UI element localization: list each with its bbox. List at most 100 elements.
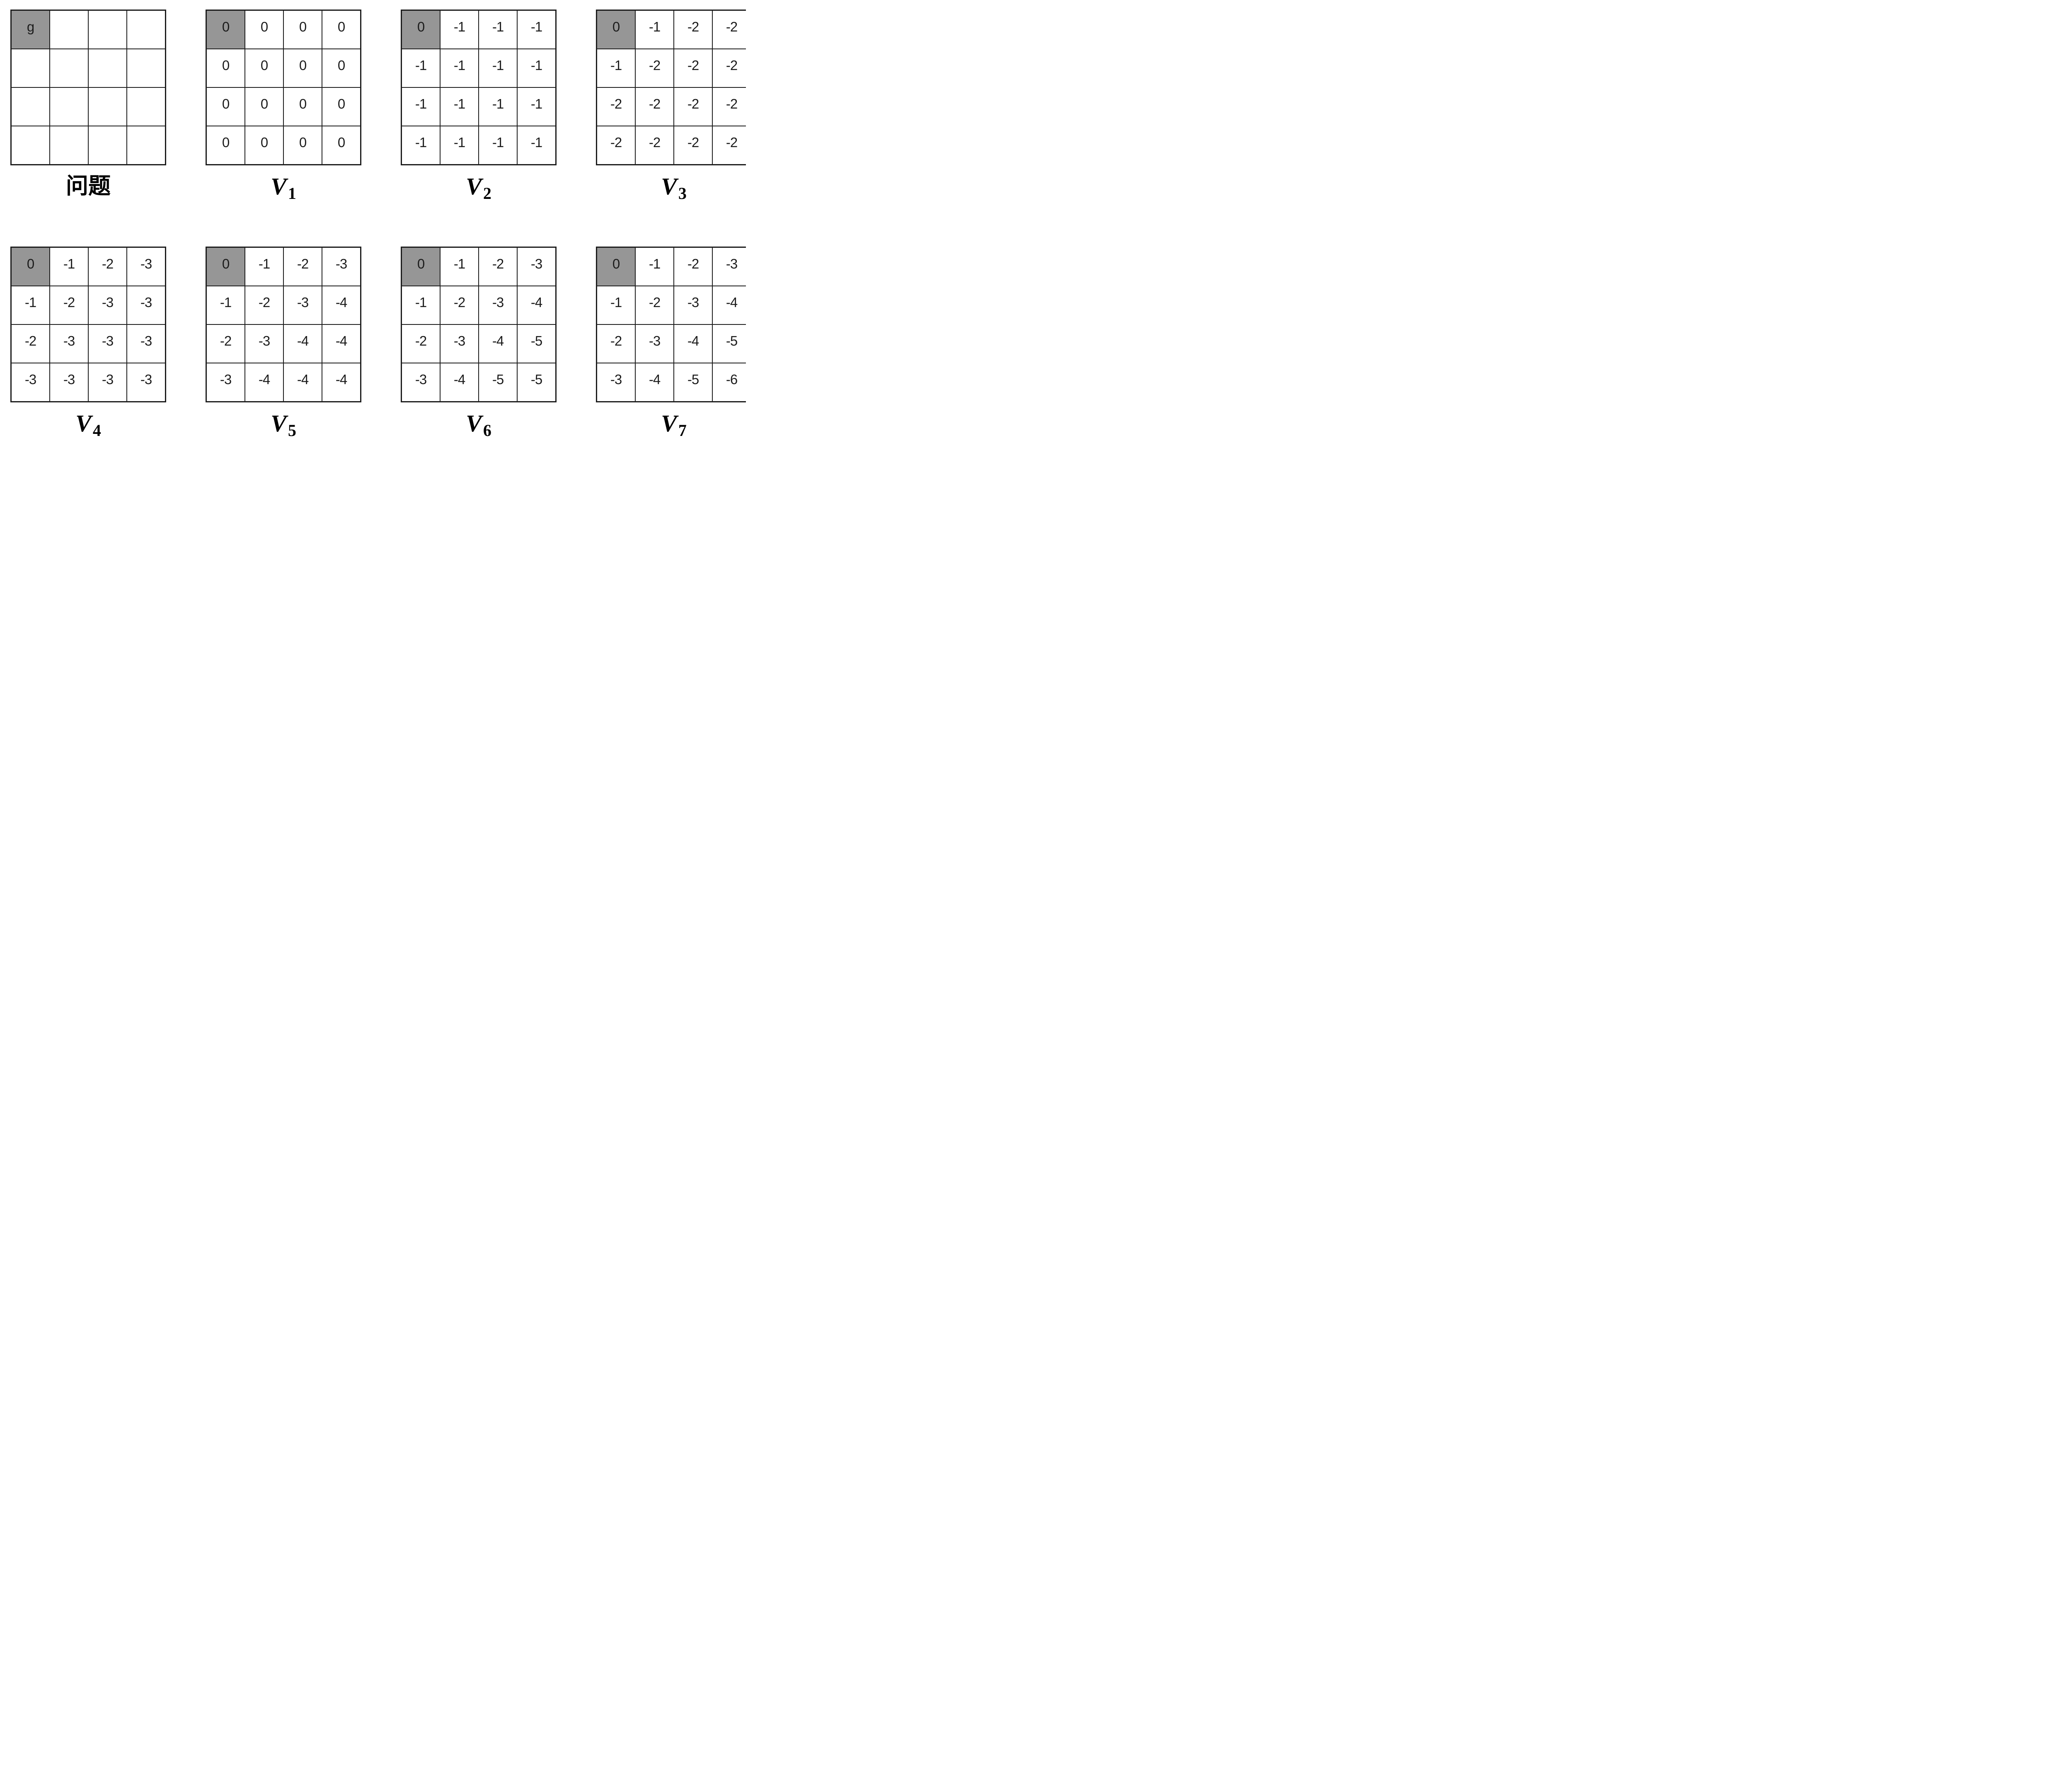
grid-cell: -6 <box>712 363 746 402</box>
grid-cell: -2 <box>88 247 127 286</box>
grid-cell: -4 <box>283 324 322 363</box>
grid-cell: -4 <box>674 324 712 363</box>
grid-cell: -1 <box>402 286 440 324</box>
grid-cell <box>88 126 127 165</box>
grid-cell: -1 <box>635 10 674 49</box>
grid-cell: -2 <box>635 286 674 324</box>
grid-cell: 0 <box>206 49 245 87</box>
grid-cell: -3 <box>245 324 283 363</box>
grid-cell: -2 <box>674 87 712 126</box>
panel-caption: 问题 <box>66 174 111 202</box>
grid-cell: -3 <box>674 286 712 324</box>
goal-cell: 0 <box>206 247 245 286</box>
grid-cell <box>50 87 88 126</box>
grid-cell: -3 <box>322 247 361 286</box>
grid-cell: -3 <box>440 324 479 363</box>
grid-cell: -3 <box>635 324 674 363</box>
problem-grid: g <box>10 10 166 165</box>
grid-cell: -3 <box>11 363 50 402</box>
grid-cell: -1 <box>597 286 635 324</box>
value-grid-v4: 0-1-2-3-1-2-3-3-2-3-3-3-3-3-3-3 <box>10 247 166 402</box>
grid-cell: -4 <box>635 363 674 402</box>
goal-cell: 0 <box>597 247 635 286</box>
caption-subscript: 7 <box>678 421 687 440</box>
grid-cell: -1 <box>635 247 674 286</box>
grid-cell: -2 <box>479 247 517 286</box>
grid-cell: -2 <box>712 126 746 165</box>
grid-cell: -1 <box>517 126 556 165</box>
grid-cell: -1 <box>11 286 50 324</box>
grid-cell <box>127 126 165 165</box>
grid-cell: 0 <box>283 87 322 126</box>
caption-symbol: V <box>271 410 287 437</box>
grid-cell <box>50 49 88 87</box>
grid-cell: -2 <box>11 324 50 363</box>
grid-cell: 0 <box>322 87 361 126</box>
grid-cell: -1 <box>479 10 517 49</box>
grid-cell: -1 <box>479 87 517 126</box>
value-grid-v6: 0-1-2-3-1-2-3-4-2-3-4-5-3-4-5-5 <box>401 247 557 402</box>
grid-cell: 0 <box>245 126 283 165</box>
grid-cell: -3 <box>206 363 245 402</box>
grid-cell: 0 <box>322 126 361 165</box>
grid-cell: -3 <box>517 247 556 286</box>
caption-subscript: 2 <box>483 184 491 203</box>
grid-cell: -1 <box>440 247 479 286</box>
grid-cell: -2 <box>635 126 674 165</box>
grid-cell: -3 <box>127 247 165 286</box>
caption-symbol: V <box>661 410 677 437</box>
grid-cell: -2 <box>712 10 746 49</box>
grid-cell: -2 <box>597 126 635 165</box>
grid-cell: -3 <box>50 324 88 363</box>
grid-cell: 0 <box>206 87 245 126</box>
grid-cell: -1 <box>517 87 556 126</box>
goal-cell: g <box>11 10 50 49</box>
grid-cell: -1 <box>50 247 88 286</box>
grid-cell: -5 <box>517 324 556 363</box>
grid-cell <box>50 10 88 49</box>
grid-cell: -5 <box>712 324 746 363</box>
grid-cell: -2 <box>674 10 712 49</box>
grid-cell: -1 <box>402 49 440 87</box>
grid-cell: -3 <box>88 363 127 402</box>
grid-cell: -2 <box>283 247 322 286</box>
grid-cell: -5 <box>674 363 712 402</box>
goal-cell: 0 <box>402 247 440 286</box>
grid-cell: -1 <box>479 49 517 87</box>
grid-cell: -2 <box>674 49 712 87</box>
grid-cell: -3 <box>402 363 440 402</box>
grid-cell <box>127 87 165 126</box>
grid-cell: -1 <box>440 87 479 126</box>
grid-cell: 0 <box>283 10 322 49</box>
caption-symbol: V <box>466 173 482 200</box>
grid-cell <box>88 87 127 126</box>
grid-cell: -3 <box>283 286 322 324</box>
grid-cell: -2 <box>712 49 746 87</box>
grid-cell: -1 <box>440 126 479 165</box>
grid-cell: -2 <box>597 324 635 363</box>
grid-cell: -3 <box>597 363 635 402</box>
grid-cell: -4 <box>322 286 361 324</box>
grid-cell: -1 <box>402 126 440 165</box>
grid-cell: -1 <box>245 247 283 286</box>
panel-problem: g 问题 <box>10 10 167 202</box>
grid-cell: -3 <box>88 286 127 324</box>
grid-cell: 0 <box>283 126 322 165</box>
grid-cell: -1 <box>517 10 556 49</box>
grid-cell: -1 <box>402 87 440 126</box>
value-grid-v2: 0-1-1-1-1-1-1-1-1-1-1-1-1-1-1-1 <box>401 10 557 165</box>
grid-cell: 0 <box>283 49 322 87</box>
grid-cell: -2 <box>440 286 479 324</box>
grid-cell: 0 <box>245 10 283 49</box>
grid-cell: -3 <box>127 363 165 402</box>
